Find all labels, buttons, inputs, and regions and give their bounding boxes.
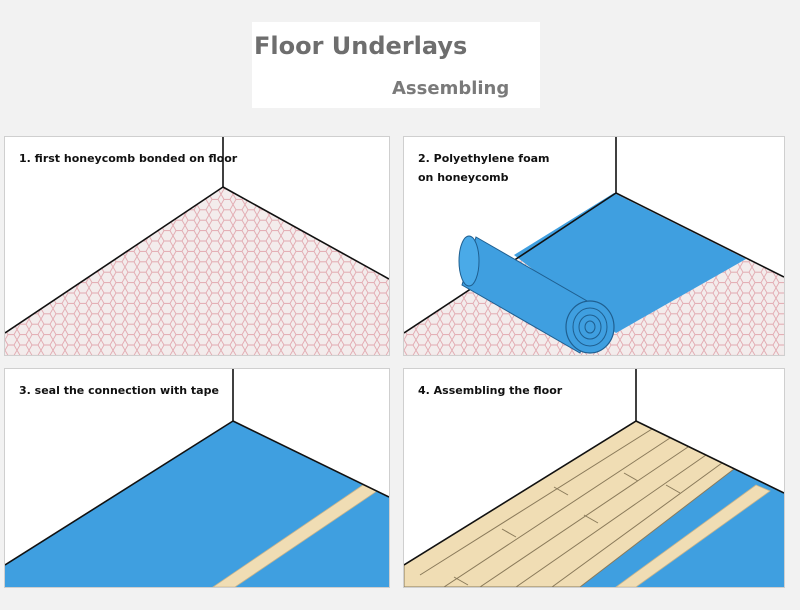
wall-floor-line-right — [615, 192, 784, 278]
step-2-caption: 2. Polyethylene foam on honeycomb — [418, 149, 550, 187]
step-1-illustration — [5, 137, 389, 355]
page-subtitle: Assembling — [392, 78, 510, 99]
seal-tape — [615, 484, 771, 587]
step-4-caption: 4. Assembling the floor — [418, 384, 563, 397]
foam-layer — [5, 421, 389, 587]
wall-floor-line-right — [232, 420, 389, 498]
step-4-illustration — [404, 369, 784, 587]
title-box: Floor Underlays Assembling — [252, 22, 540, 108]
step-3-panel: 3. seal the connection with tape — [4, 368, 390, 588]
wall-floor-line-left — [404, 420, 637, 566]
step-2-caption-line-1: 2. Polyethylene foam — [418, 152, 550, 165]
wall-floor-line-right — [222, 186, 389, 280]
step-2-panel: 2. Polyethylene foam on honeycomb — [403, 136, 785, 356]
step-4-panel: 4. Assembling the floor — [403, 368, 785, 588]
wall-floor-line-right — [635, 420, 784, 494]
page-title: Floor Underlays — [254, 32, 468, 60]
step-3-caption: 3. seal the connection with tape — [19, 384, 219, 397]
foam-roll — [458, 235, 615, 354]
wall-floor-line-left — [5, 186, 224, 334]
step-2-illustration — [404, 137, 784, 355]
honeycomb-layer — [5, 187, 389, 355]
step-2-caption-line-2: on honeycomb — [418, 171, 509, 184]
step-3-illustration — [5, 369, 389, 587]
step-1-panel: 1. first honeycomb bonded on floor — [4, 136, 390, 356]
step-1-caption: 1. first honeycomb bonded on floor — [19, 152, 238, 165]
wall-floor-line-left — [5, 420, 234, 566]
